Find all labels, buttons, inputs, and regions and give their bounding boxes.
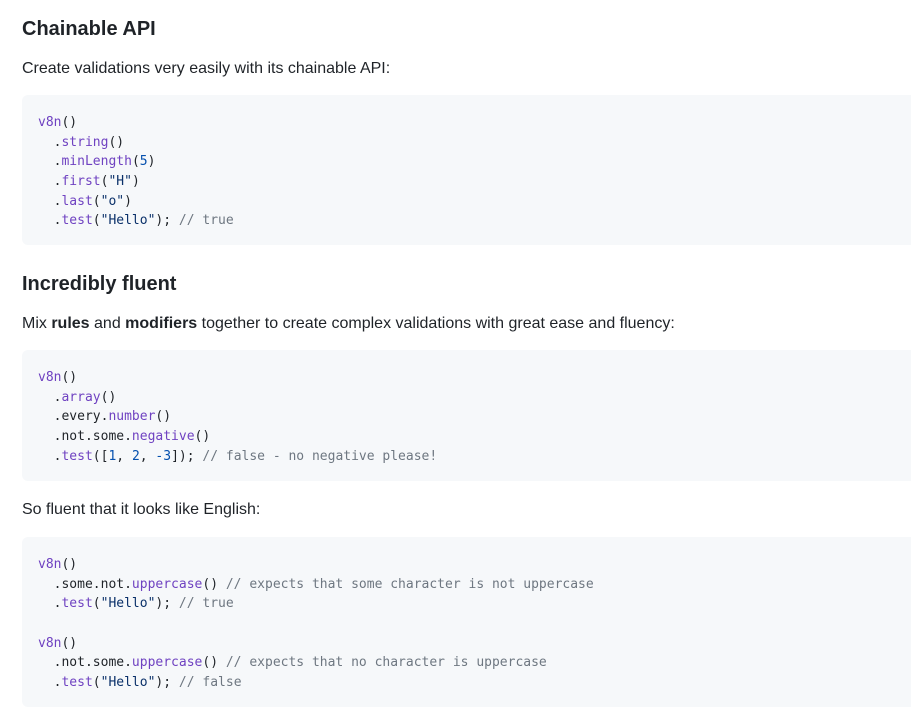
code-line: .array() (38, 389, 117, 405)
code-line: .some.not.uppercase() // expects that so… (38, 576, 594, 592)
code-line: .every.number() (38, 409, 172, 425)
code-line: .test("Hello"); // true (38, 596, 234, 612)
code-line: .not.some.uppercase() // expects that no… (38, 655, 547, 671)
english-intro-text: So fluent that it looks like English: (22, 501, 261, 518)
code-line: .test([1, 2, -3]); // false - no negativ… (38, 448, 438, 464)
code-line: v8n() (38, 370, 78, 385)
heading-chainable-api: Chainable API (22, 18, 156, 40)
code-block-english[interactable]: v8n() .some.not.uppercase() // expects t… (22, 537, 911, 707)
modifiers-emphasis: modifiers (125, 315, 198, 332)
code-line: .minLength(5) (38, 154, 156, 170)
code-line: v8n() (38, 115, 78, 130)
code-line: v8n() (38, 635, 78, 651)
code-block-chainable[interactable]: v8n() .string() .minLength(5) .first("H"… (22, 95, 911, 245)
code-line: v8n() (38, 557, 78, 572)
code-line: .test("Hello"); // true (38, 213, 234, 229)
heading-incredibly-fluent: Incredibly fluent (22, 273, 177, 295)
fluent-intro-text: Mix rules and modifiers together to crea… (22, 315, 675, 332)
code-line-blank (38, 614, 895, 634)
code-line: .not.some.negative() (38, 429, 211, 445)
code-block-fluent[interactable]: v8n() .array() .every.number() .not.some… (22, 350, 911, 481)
rules-emphasis: rules (51, 315, 90, 332)
code-line: .string() (38, 134, 125, 150)
code-line: .first("H") (38, 174, 140, 190)
code-line: .last("o") (38, 193, 132, 209)
code-line: .test("Hello"); // false (38, 675, 242, 691)
chainable-intro-text: Create validations very easily with its … (22, 60, 391, 77)
